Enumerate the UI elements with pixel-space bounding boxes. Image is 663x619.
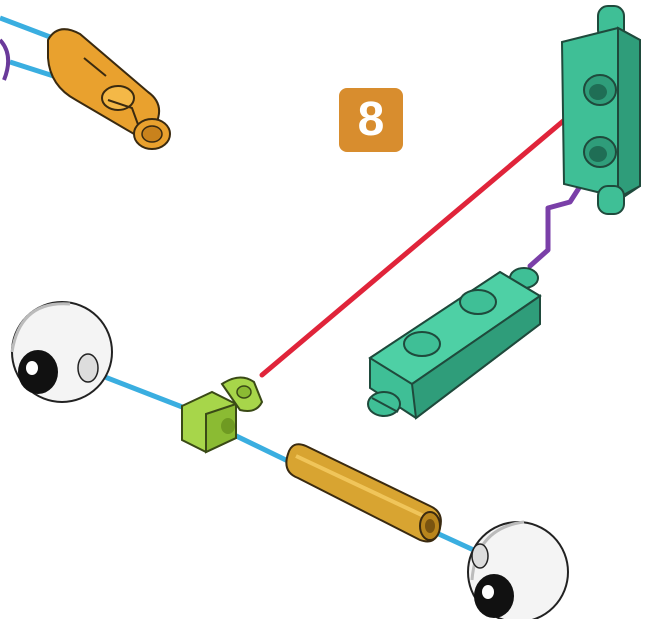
eye-wheel-right (467, 520, 569, 619)
orange-tube (285, 443, 442, 543)
eye-wheel-left (10, 301, 113, 403)
step-number-badge: 8 (339, 88, 403, 152)
red-wire (259, 87, 603, 378)
yellow-green-elbow-connector (181, 376, 264, 454)
green-block-upright (560, 5, 641, 215)
green-block-flat (367, 267, 542, 420)
orange-angle-connector (47, 28, 171, 150)
